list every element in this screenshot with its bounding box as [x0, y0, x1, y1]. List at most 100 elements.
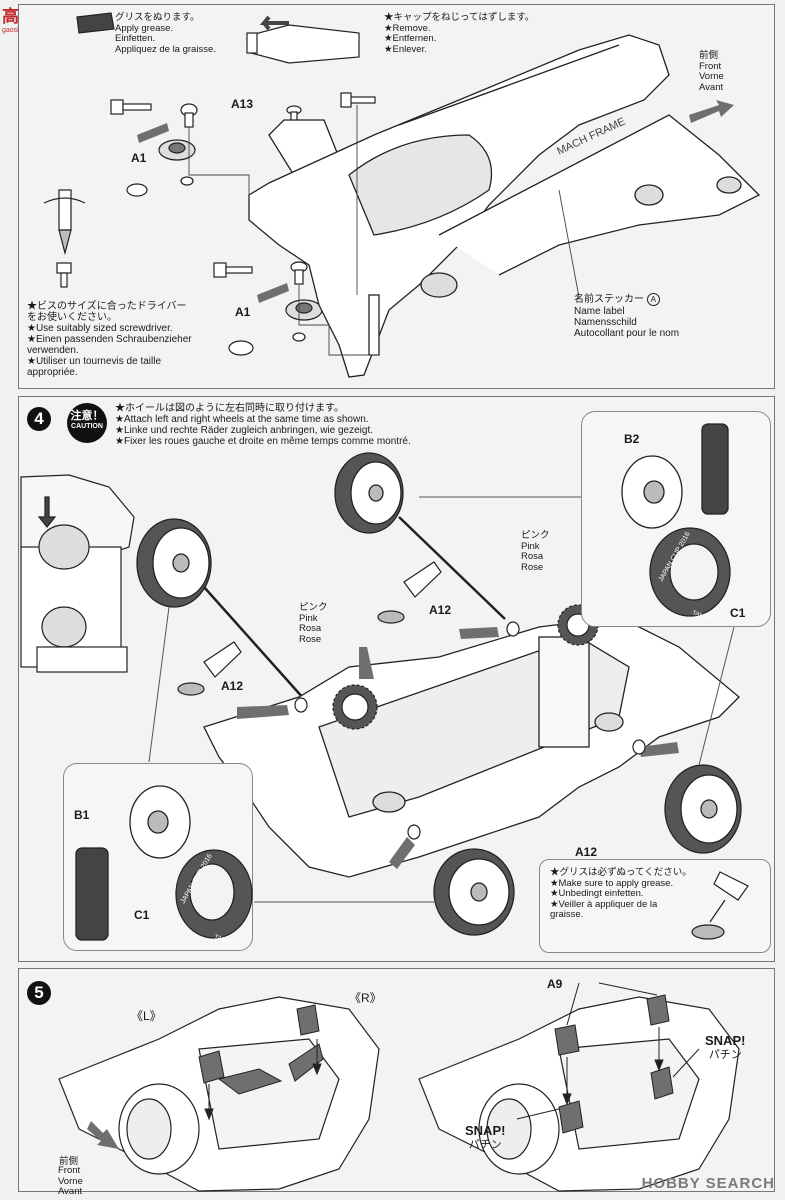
remove-arrow-icon	[259, 15, 289, 31]
pink-left-jp: ピンク	[299, 602, 328, 613]
part-a1-bottom: A1	[235, 305, 251, 319]
grease-callout-text: ★グリスは必ずぬってください。 ★Make sure to apply grea…	[550, 867, 692, 921]
part-a12-mid: A12	[429, 603, 452, 617]
pink-note-left: ピンク Pink Rosa Rose	[299, 602, 328, 645]
caution-badge: 注意！ CAUTION	[67, 403, 107, 443]
pink-right-jp: ピンク	[521, 530, 550, 541]
part-a13: A13	[231, 97, 254, 111]
wheel-bottom	[433, 848, 515, 936]
callout-b1: JAPAN CUP 2016 TAMIYA B1 C1	[63, 763, 253, 951]
wheel-left-upper	[136, 518, 212, 608]
instr-jp: ★ホイールは図のように左右同時に取り付けます。	[115, 403, 344, 414]
b2-illustration: JAPAN CUP 2016 TAMIYA	[621, 423, 731, 623]
label-l: 《L》	[131, 1009, 162, 1023]
snap1-jp: パチン	[468, 1139, 502, 1151]
front5-jp: 前側	[59, 1156, 79, 1167]
instr-fr: ★Fixer les roues gauche et droite en mêm…	[115, 436, 411, 447]
chassis-left	[58, 996, 380, 1192]
grease-tube-icon	[177, 561, 442, 696]
step3-panel: MACH FRAME グリスをぬります。 Apply grease. Einfe…	[18, 4, 775, 389]
grease-note-en: Apply grease.	[115, 22, 174, 34]
part-c1-right: C1	[730, 606, 746, 620]
label-r: 《R》	[349, 991, 382, 1005]
step4-number: 4	[27, 407, 51, 431]
step4-instructions: ★ホイールは図のように左右同時に取り付けます。 ★Attach left and…	[115, 403, 411, 447]
callout-b2: JAPAN CUP 2016 TAMIYA B2 C1	[581, 411, 771, 627]
remove-note-fr: ★Enlever.	[384, 43, 427, 55]
instr-de: ★Linke und rechte Räder zugleich anbring…	[115, 425, 374, 436]
callout-grease: ★グリスは必ずぬってください。 ★Make sure to apply grea…	[539, 859, 771, 953]
pink-left-fr: Rose	[299, 633, 322, 645]
grease-note-de: Einfetten.	[115, 33, 156, 44]
grease-note-fr: Appliquez de la graisse.	[115, 43, 216, 55]
driver-note-en: ★Use suitably sized screwdriver.	[27, 323, 173, 334]
driver-note-fr2: appropriée.	[27, 367, 78, 378]
snap-label-right: SNAP! パチン	[705, 1033, 745, 1063]
step3-illustration: MACH FRAME	[43, 12, 761, 378]
callout-leaders	[148, 496, 735, 903]
chassis-frame	[203, 616, 740, 878]
driver-note-jp2: をお使いください。	[27, 312, 117, 323]
part-a12-left: A12	[221, 679, 244, 693]
remove-note: ★キャップをねじってはずします。 ★Remove. ★Entfernen. ★E…	[384, 12, 535, 55]
driver-note-de2: verwenden.	[27, 345, 79, 356]
name-label-jp: 名前ステッカー	[574, 294, 644, 305]
pink-left-en: Pink	[299, 612, 318, 624]
grease-callout-en: ★Make sure to apply grease.	[550, 877, 674, 889]
snap-leader-1	[516, 1108, 560, 1120]
grease-callout-illustration	[691, 871, 749, 940]
part-a9: A9	[547, 977, 563, 991]
part-b1: B1	[74, 808, 90, 822]
part-a1-top: A1	[131, 151, 147, 165]
name-label-fr: Autocollant pour le nom	[574, 328, 680, 339]
a9-parts	[554, 994, 674, 1134]
axle-left	[203, 586, 305, 700]
caution-jp: 注意！	[70, 410, 104, 422]
bracket-r	[288, 1004, 324, 1082]
remove-note-en: ★Remove.	[384, 22, 431, 34]
pink-right-fr: Rose	[521, 561, 544, 573]
snap2-en: SNAP!	[705, 1033, 746, 1048]
front5-fr: Avant	[58, 1186, 83, 1197]
front-arrow-icon	[689, 100, 734, 123]
screwdriver-icon	[43, 189, 86, 288]
part-b2: B2	[624, 432, 640, 446]
screw-parts	[110, 92, 376, 356]
front-fr: Avant	[699, 81, 724, 93]
step4-panel: 4 注意！ CAUTION ★ホイールは図のように左右同時に取り付けます。 ★A…	[18, 396, 775, 962]
front5-en: Front	[58, 1165, 81, 1176]
name-label-de: Namensschild	[574, 317, 637, 328]
pink-right-en: Pink	[521, 540, 540, 552]
grease-tube-icon	[76, 12, 360, 64]
chassis-frame	[248, 34, 761, 378]
remove-note-de: ★Entfernen.	[384, 33, 437, 44]
bracket-l	[198, 1050, 283, 1095]
name-label-circle: A	[646, 293, 660, 306]
front-arrow-icon	[87, 1121, 119, 1149]
pink-right-de: Rosa	[521, 551, 544, 562]
snap-leader-2	[672, 1048, 700, 1078]
axle-top	[398, 516, 506, 620]
drop-arrows	[204, 1039, 322, 1121]
snap-label-left: SNAP! パチン	[465, 1123, 505, 1153]
grease-callout-fr2: graisse.	[550, 909, 584, 920]
part-a12-bottom: A12	[575, 845, 598, 859]
snap1-en: SNAP!	[465, 1123, 506, 1138]
front-en: Front	[699, 60, 722, 72]
push-arrows	[137, 123, 289, 303]
front-jp: 前側	[699, 50, 719, 61]
pink-left-de: Rosa	[299, 623, 322, 634]
wheel-right-lower	[664, 764, 742, 854]
step5-panel: 5 《L》 《R》 A9 SNAP! パチン SNAP! パチン 前側	[18, 968, 775, 1192]
driver-note-de1: ★Einen passenden Schraubenzieher	[27, 334, 192, 345]
wheel-top-center	[334, 452, 404, 534]
chassis-right	[418, 996, 740, 1192]
a12-bushings	[294, 621, 646, 840]
snap2-jp: パチン	[708, 1049, 742, 1061]
b1-illustration: JAPAN CUP 2016 TAMIYA	[75, 785, 253, 947]
grease-note: グリスをぬります。 Apply grease. Einfetten. Appli…	[115, 12, 216, 55]
driver-note: ★ビスのサイズに合ったドライバー をお使いください。 ★Use suitably…	[27, 301, 192, 378]
gear-pink-left	[332, 684, 378, 730]
remove-note-jp: ★キャップをねじってはずします。	[384, 12, 535, 23]
grease-callout-jp: ★グリスは必ずぬってください。	[550, 867, 692, 878]
